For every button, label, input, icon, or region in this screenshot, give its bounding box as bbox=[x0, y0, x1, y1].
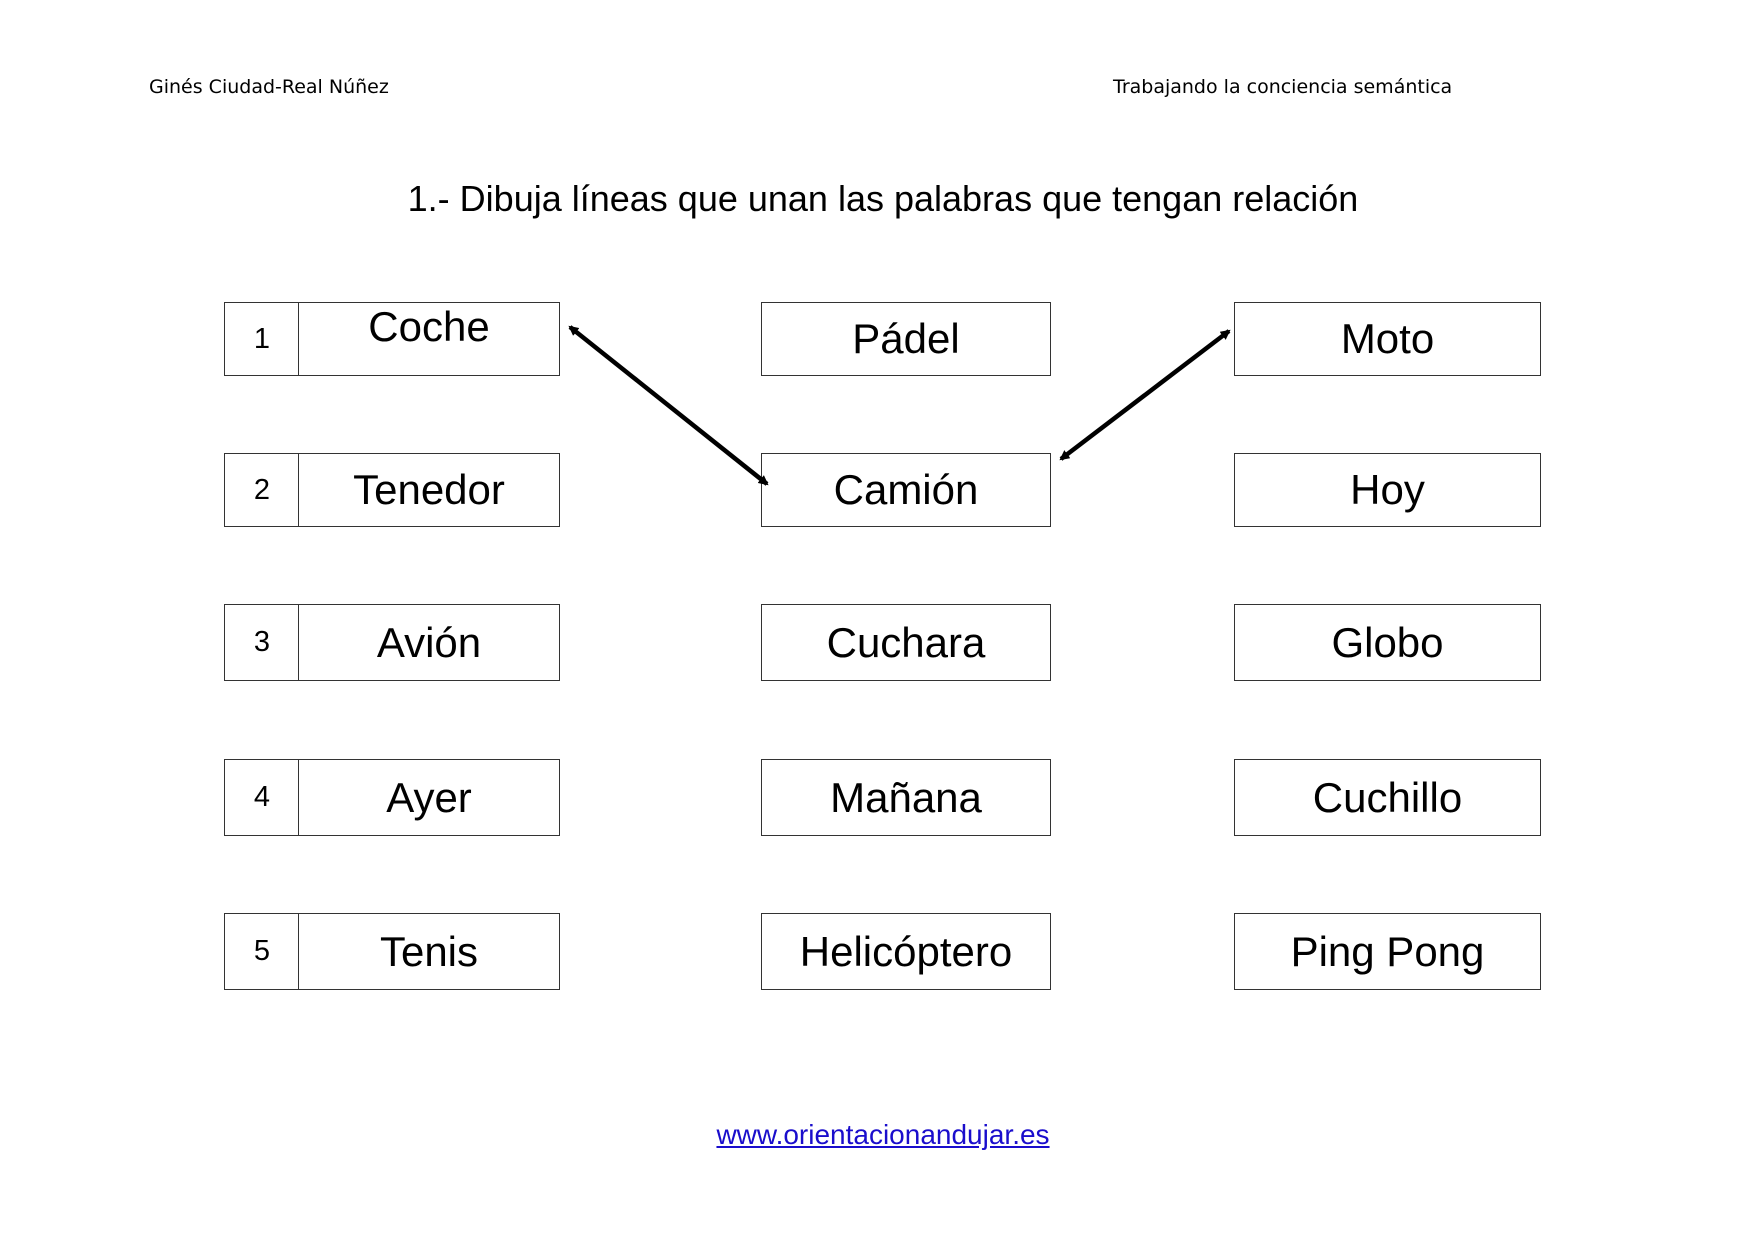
row-number-text: 1 bbox=[253, 322, 271, 355]
word-text: Pádel bbox=[852, 315, 960, 362]
arrow-camion-moto bbox=[1059, 329, 1231, 461]
word-text: Hoy bbox=[1350, 466, 1425, 513]
footer-website: www.orientacionandujar.es bbox=[0, 1118, 1754, 1152]
word-text: Cuchillo bbox=[1312, 773, 1463, 821]
word-box-left-5[interactable]: Tenis bbox=[298, 913, 560, 990]
word-text: Tenis bbox=[379, 927, 479, 975]
word-text: Mañana bbox=[830, 773, 982, 821]
row-number-text: 2 bbox=[253, 473, 271, 506]
word-text: Ping Pong bbox=[1290, 927, 1485, 975]
row-number-text: 3 bbox=[253, 626, 271, 658]
word-text: Ayer bbox=[386, 773, 472, 821]
word-box-left-3[interactable]: Avión bbox=[298, 604, 560, 681]
word-text: Coche bbox=[368, 303, 490, 350]
word-box-right-4[interactable]: Cuchillo bbox=[1234, 759, 1541, 836]
word-text: Moto bbox=[1340, 315, 1435, 362]
row-number-3: 3 bbox=[224, 604, 299, 681]
word-box-middle-2[interactable]: Camión bbox=[761, 453, 1051, 527]
word-box-right-3[interactable]: Globo bbox=[1234, 604, 1541, 681]
word-box-middle-5[interactable]: Helicóptero bbox=[761, 913, 1051, 990]
word-box-middle-1[interactable]: Pádel bbox=[761, 302, 1051, 376]
word-box-right-1[interactable]: Moto bbox=[1234, 302, 1541, 376]
word-box-right-2[interactable]: Hoy bbox=[1234, 453, 1541, 527]
word-text: Helicóptero bbox=[799, 927, 1013, 975]
website-link[interactable]: www.orientacionandujar.es bbox=[716, 1119, 1050, 1150]
word-box-left-2[interactable]: Tenedor bbox=[298, 453, 560, 527]
arrow-coche-camion bbox=[568, 325, 769, 486]
exercise-instruction: 1.- Dibuja líneas que unan las palabras … bbox=[407, 178, 1359, 219]
word-box-middle-3[interactable]: Cuchara bbox=[761, 604, 1051, 681]
word-box-middle-4[interactable]: Mañana bbox=[761, 759, 1051, 836]
row-number-text: 5 bbox=[253, 935, 271, 967]
row-number-4: 4 bbox=[224, 759, 299, 836]
row-number-5: 5 bbox=[224, 913, 299, 990]
row-number-1: 1 bbox=[224, 302, 299, 376]
word-text: Camión bbox=[833, 466, 979, 513]
worksheet-subject: Trabajando la conciencia semántica bbox=[1113, 76, 1453, 98]
word-text: Tenedor bbox=[353, 466, 505, 513]
word-text: Globo bbox=[1331, 618, 1444, 666]
author-name: Ginés Ciudad-Real Núñez bbox=[149, 76, 389, 98]
row-number-2: 2 bbox=[224, 453, 299, 527]
word-box-left-4[interactable]: Ayer bbox=[298, 759, 560, 836]
word-text: Cuchara bbox=[826, 618, 986, 666]
word-box-left-1[interactable]: Coche bbox=[298, 302, 560, 376]
row-number-text: 4 bbox=[253, 781, 271, 813]
word-text: Avión bbox=[376, 618, 482, 666]
word-box-right-5[interactable]: Ping Pong bbox=[1234, 913, 1541, 990]
